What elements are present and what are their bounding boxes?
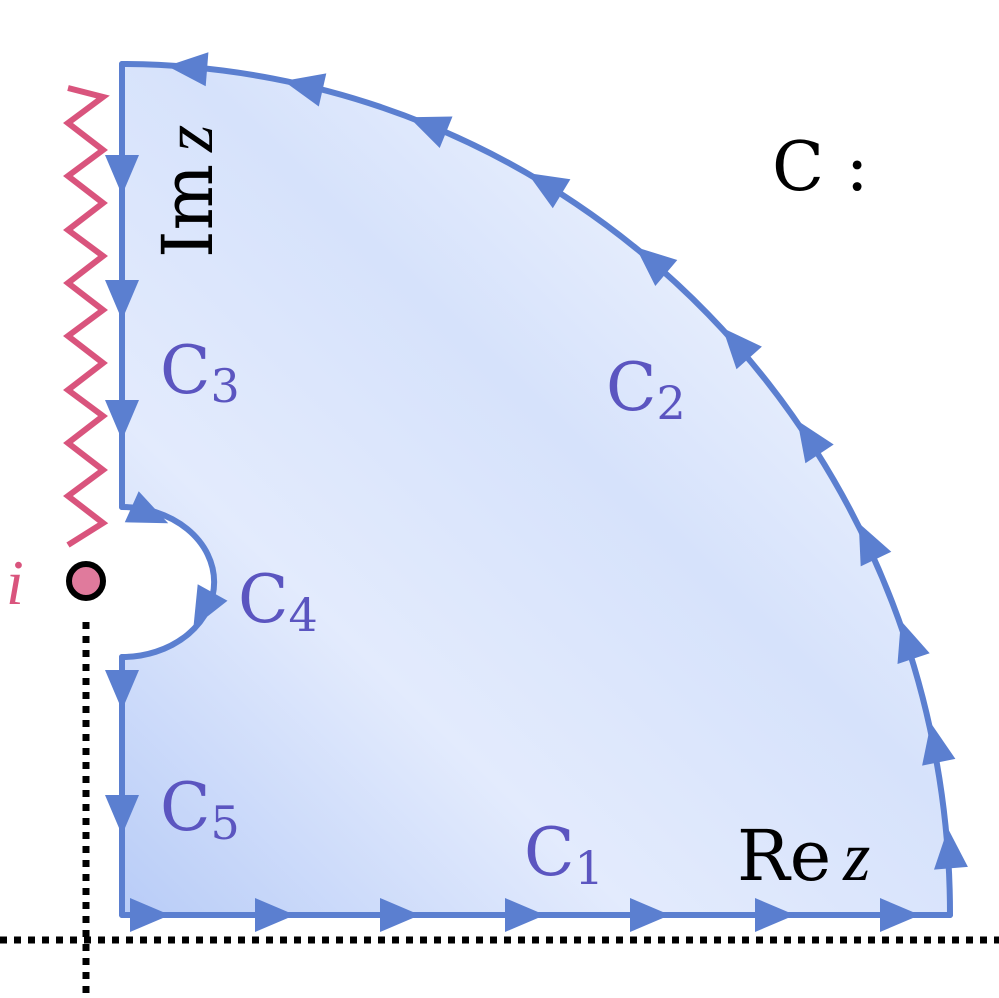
arrow-c2-0 — [934, 828, 968, 870]
label-c5: C5 — [160, 769, 240, 850]
arrow-c1-6 — [880, 898, 920, 932]
contour-region — [122, 64, 951, 915]
arrow-c2-8 — [409, 116, 453, 148]
arrow-c1-3 — [505, 898, 545, 932]
real-axis-label-var: z — [842, 819, 870, 896]
branch-cut — [63, 85, 110, 548]
arrow-c5-0 — [105, 670, 139, 710]
label-c4: C4 — [238, 561, 318, 642]
label-c5-index: 5 — [211, 796, 240, 850]
arrow-c3-0 — [105, 155, 139, 195]
label-c3-letter: C — [160, 332, 211, 409]
imaginary-axis-label-prefix: Im — [147, 164, 229, 258]
label-c4-letter: C — [238, 561, 289, 638]
arrow-c2-9 — [283, 73, 327, 107]
arrow-c1-2 — [380, 898, 420, 932]
label-c1-index: 1 — [575, 841, 604, 895]
arrow-c2-3 — [858, 523, 892, 567]
label-c2-index: 2 — [657, 376, 686, 430]
arrow-c4-1 — [193, 584, 228, 628]
label-c2: C2 — [606, 349, 686, 430]
label-c5-letter: C — [160, 769, 211, 846]
arrow-c1-4 — [630, 898, 670, 932]
label-c1: C1 — [524, 814, 604, 895]
arrow-c1-0 — [130, 898, 170, 932]
arrow-c2-4 — [797, 420, 834, 464]
arrow-c3-2 — [105, 400, 139, 440]
label-c3-index: 3 — [211, 359, 240, 413]
label-c3: C3 — [160, 332, 240, 413]
direction-arrows — [105, 52, 968, 932]
arrow-c4-0 — [124, 491, 169, 524]
arrow-c2-2 — [897, 620, 930, 664]
arrow-c2-10 — [167, 52, 209, 87]
arrow-c5-1 — [105, 795, 139, 835]
contour-name: C : — [772, 128, 869, 207]
arrow-c2-1 — [922, 723, 956, 766]
real-axis-label-prefix: Re — [737, 815, 831, 897]
branch-point — [66, 561, 106, 601]
imaginary-axis-label: Im z — [147, 125, 229, 258]
arrow-c2-5 — [722, 328, 762, 370]
arrow-c1-5 — [755, 898, 795, 932]
imaginary-axis-label-var: z — [151, 125, 228, 153]
label-c4-index: 4 — [289, 588, 318, 642]
arrow-c2-7 — [527, 173, 571, 209]
label-c1-letter: C — [524, 814, 575, 891]
label-c2-letter: C — [606, 349, 657, 426]
contour-c4 — [119, 504, 218, 660]
arrow-c1-1 — [255, 898, 295, 932]
arrow-c3-1 — [105, 280, 139, 320]
branch-point-label: i — [6, 547, 24, 618]
arrow-c2-6 — [635, 247, 678, 286]
